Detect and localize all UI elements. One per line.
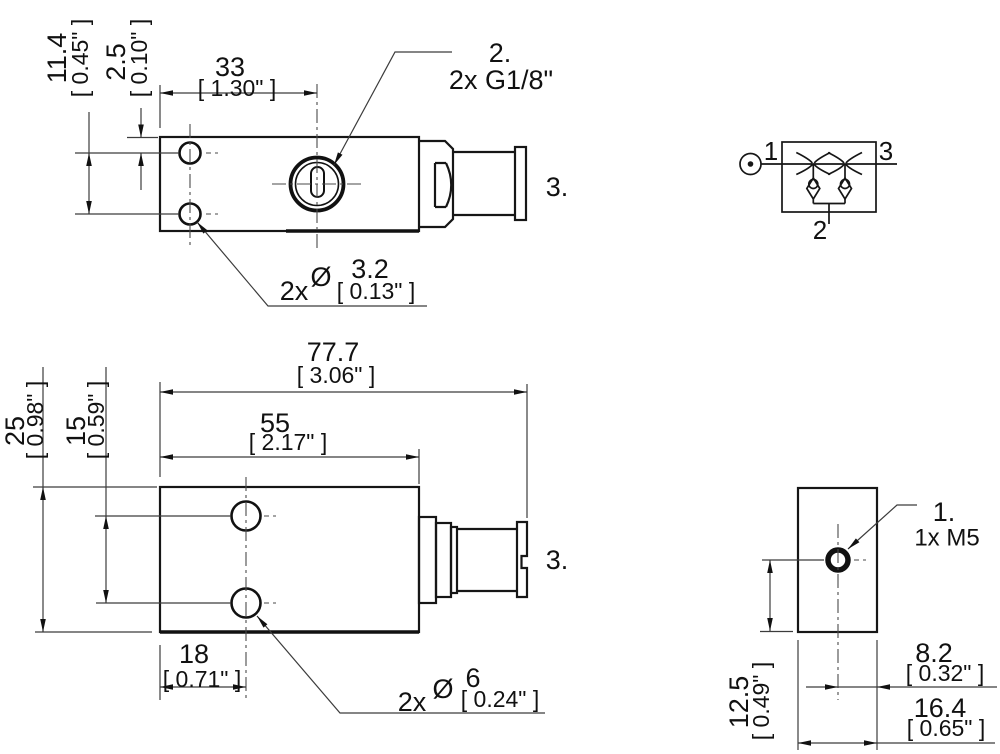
arrowhead	[233, 684, 246, 690]
callout-1-number: 1.	[933, 497, 956, 527]
hole-spec-top-inch: [ 0.13" ]	[337, 278, 416, 304]
top-view-connector-flange	[513, 145, 528, 222]
venturi-nozzle-1	[795, 151, 831, 176]
dim-12-5-mm: 12.5	[724, 676, 754, 729]
dim-33-mm: 33	[215, 52, 245, 82]
dim-77-7-inch: [ 3.06" ]	[297, 362, 376, 388]
hole-spec-top-mm: 3.2	[351, 254, 389, 284]
arrowhead	[160, 454, 173, 460]
leader-m5	[847, 504, 917, 550]
dim-33-inch: [ 1.30" ]	[198, 75, 277, 101]
top-view: 33 [ 1.30" ] 11.4 [ 0.45" ] 2.5 [ 0.10" …	[42, 19, 569, 307]
front-view-body-outline	[158, 485, 421, 634]
arrowhead	[304, 90, 317, 96]
callout-2-number: 2.	[489, 38, 512, 68]
schematic-plug-dot	[747, 161, 754, 167]
dim-15-mm: 15	[61, 416, 91, 446]
dim-25-mm: 25	[0, 416, 30, 446]
dim-18-mm: 18	[179, 639, 209, 669]
hole-spec-top-qty: 2x	[280, 276, 309, 306]
diameter-symbol: Ø	[310, 262, 331, 292]
arrowhead	[334, 152, 343, 165]
dim-15-inch: [ 0.59" ]	[83, 381, 109, 460]
top-view-connector-step	[419, 139, 455, 229]
dim-8-2-inch: [ 0.32" ]	[906, 660, 985, 686]
arrowhead	[138, 124, 144, 138]
arrowhead	[798, 740, 811, 746]
top-view-connector-nut-flat	[433, 161, 453, 209]
leader-port2	[333, 51, 452, 166]
dim-16-4-inch: [ 0.65" ]	[907, 715, 986, 741]
front-view-connector-step1	[417, 515, 438, 605]
arrowhead	[103, 590, 109, 603]
arrowhead	[825, 684, 838, 690]
arrowhead	[767, 618, 773, 631]
arrowhead	[40, 487, 46, 500]
hole-spec-front-mm: 6	[465, 663, 480, 693]
callout-3-top: 3.	[546, 172, 569, 202]
dim-16-4-mm: 16.4	[914, 693, 967, 723]
arrowhead	[160, 90, 173, 96]
arrowhead	[406, 454, 419, 460]
schematic-line-port2	[813, 202, 845, 224]
schematic-port-2-label: 2	[813, 215, 827, 245]
schematic-port-1-label: 1	[764, 136, 778, 166]
dim-11-4-inch: [ 0.45" ]	[67, 19, 93, 98]
arrowhead	[848, 538, 860, 549]
dim-55-mm: 55	[260, 408, 290, 438]
arrowhead	[103, 516, 109, 529]
dim-11-4-mm: 11.4	[42, 33, 72, 84]
hole-spec-front-inch: [ 0.24" ]	[461, 686, 540, 712]
dim-77-7-mm: 77.7	[307, 337, 360, 367]
arrowhead	[514, 389, 527, 395]
dim-25-inch: [ 0.98" ]	[22, 381, 48, 460]
front-view-connector-flange	[515, 520, 529, 599]
leader-holes-front	[256, 615, 545, 714]
dim-2-5-mm: 2.5	[101, 43, 131, 81]
arrowhead	[877, 684, 890, 690]
top-view-connector-cylinder	[453, 150, 515, 217]
callout-3-front: 3.	[546, 545, 569, 575]
arrowhead	[138, 153, 144, 166]
dim-8-2-mm: 8.2	[915, 638, 953, 668]
venturi-nozzle-2	[827, 151, 863, 176]
arrowhead	[86, 201, 92, 214]
arrowhead	[160, 389, 173, 395]
dim-12-5-inch: [ 0.49" ]	[748, 662, 774, 741]
diameter-symbol: Ø	[432, 674, 453, 704]
leader-holes-top	[196, 221, 427, 307]
callout-2-desc: 2x G1/8"	[449, 65, 553, 95]
schematic-port-3-label: 3	[879, 136, 893, 166]
dim-18-inch: [ 0.71" ]	[163, 666, 242, 692]
arrowhead	[86, 153, 92, 166]
dim-55-inch: [ 2.17" ]	[249, 429, 328, 455]
arrowhead	[160, 684, 173, 690]
hole-spec-front-qty: 2x	[398, 687, 427, 717]
dim-2-5-inch: [ 0.10" ]	[126, 19, 152, 98]
arrowhead	[197, 222, 208, 234]
arrowhead	[864, 740, 877, 746]
side-view: 12.5 [ 0.49" ] 8.2 [ 0.32" ] 16.4 [ 0.65…	[724, 486, 997, 750]
arrowhead	[767, 560, 773, 573]
front-view-connector-step2	[434, 521, 453, 599]
callout-1-desc: 1x M5	[914, 525, 979, 552]
front-view-connector-step3	[449, 525, 459, 595]
front-view: 77.7 [ 3.06" ] 55 [ 2.17" ] 25 [ 0.98" ]…	[0, 337, 568, 717]
arrowhead	[40, 619, 46, 632]
front-view-connector-cylinder	[457, 527, 517, 593]
arrowhead	[257, 616, 268, 628]
pneumatic-schematic: 1 3 2	[739, 136, 897, 245]
